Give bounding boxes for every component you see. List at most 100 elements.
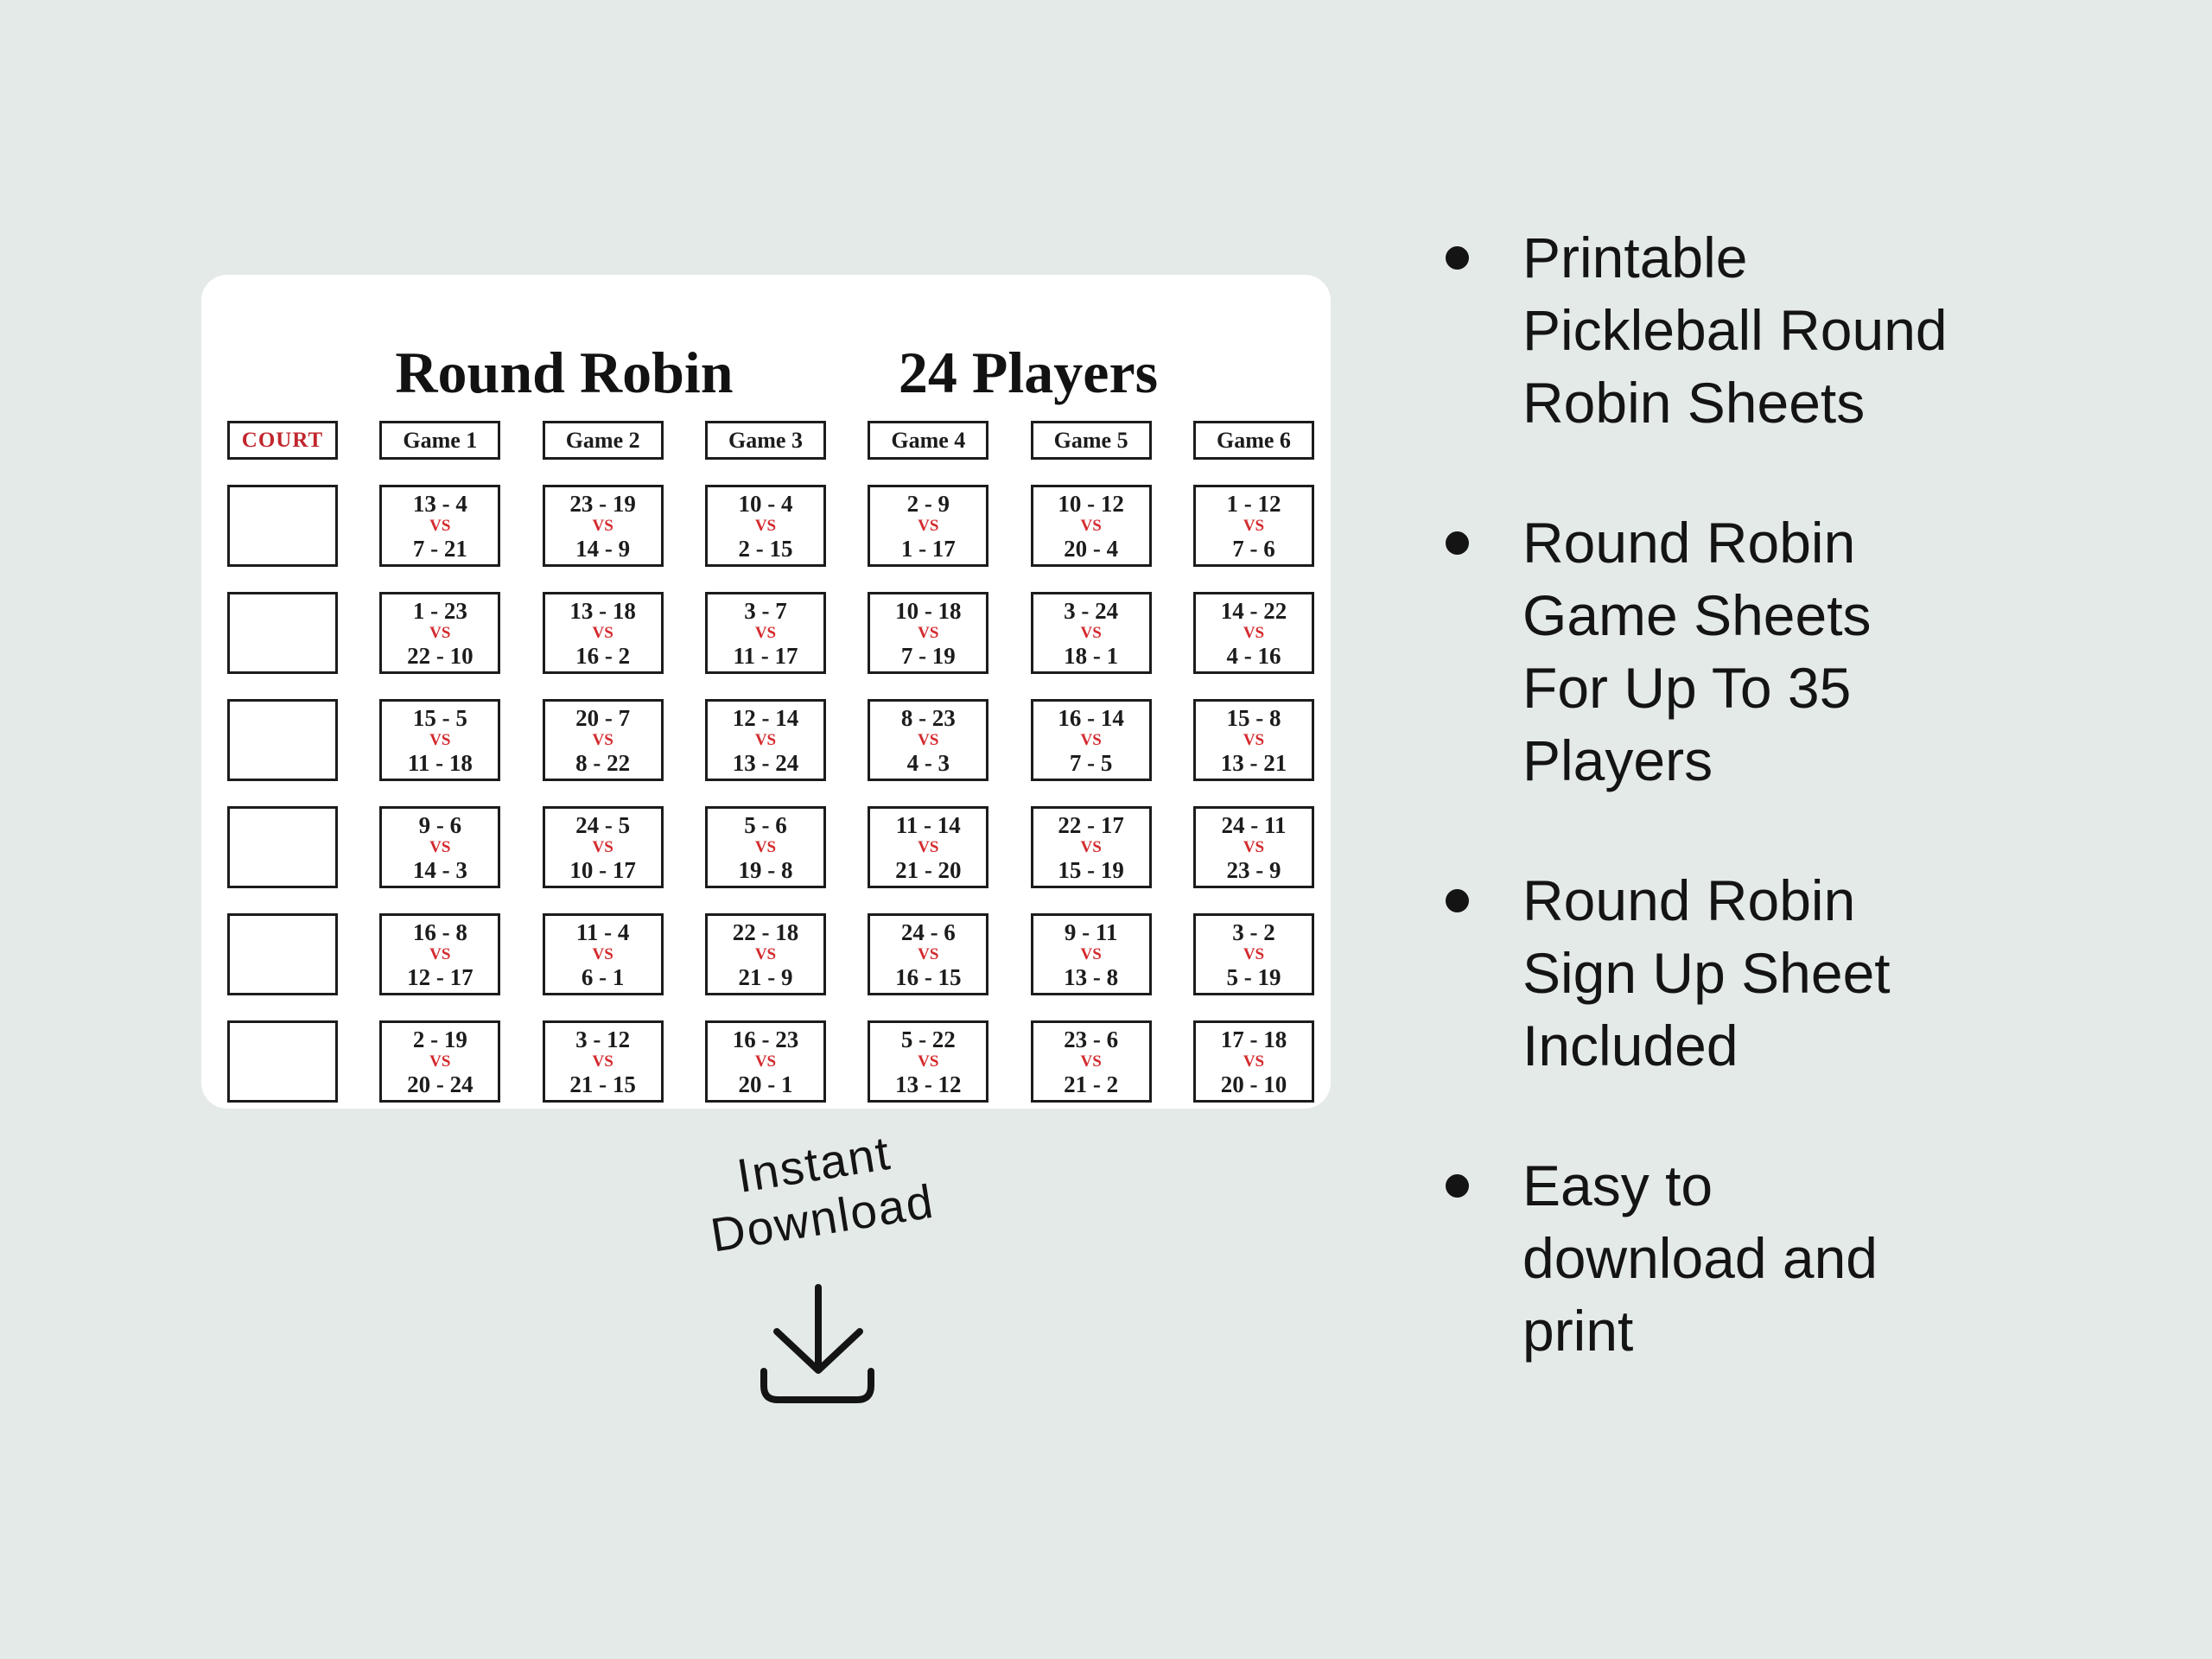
- team-pair-top: 23 - 6: [1064, 1026, 1119, 1052]
- team-pair-top: 16 - 8: [412, 918, 467, 945]
- vs-label: VS: [592, 516, 613, 535]
- vs-label: VS: [429, 516, 451, 535]
- game-header: Game 1: [379, 421, 501, 460]
- download-icon: [760, 1284, 874, 1403]
- vs-label: VS: [429, 623, 451, 642]
- team-pair-top: 5 - 6: [744, 811, 787, 838]
- team-pair-bottom: 13 - 24: [732, 749, 799, 776]
- vs-label: VS: [1080, 1052, 1102, 1071]
- vs-label: VS: [1243, 837, 1265, 856]
- game-header: Game 3: [704, 421, 826, 460]
- team-pair-top: 23 - 19: [569, 490, 636, 517]
- team-pair-top: 3 - 24: [1064, 597, 1119, 624]
- team-pair-top: 3 - 12: [575, 1026, 631, 1052]
- team-pair-top: 10 - 4: [738, 490, 793, 517]
- team-pair-bottom: 11 - 17: [733, 642, 798, 669]
- sheet-title: Round Robin: [395, 340, 734, 405]
- team-pair-bottom: 13 - 8: [1064, 963, 1119, 990]
- vs-label: VS: [754, 730, 777, 749]
- vs-label: VS: [1080, 516, 1102, 535]
- vs-label: VS: [429, 1052, 451, 1071]
- team-pair-top: 10 - 18: [895, 597, 962, 624]
- team-pair-top: 22 - 18: [732, 918, 799, 945]
- feature-list: Printable Pickleball Round Robin Sheets …: [1446, 221, 2068, 1434]
- team-pair-top: 11 - 14: [895, 811, 961, 838]
- team-pair-bottom: 19 - 8: [738, 856, 793, 883]
- team-pair-top: 11 - 4: [575, 918, 630, 945]
- team-pair-bottom: 21 - 15: [569, 1071, 636, 1097]
- team-pair-top: 20 - 7: [575, 704, 631, 731]
- team-pair-bottom: 1 - 17: [900, 535, 956, 562]
- vs-label: VS: [1243, 623, 1265, 642]
- vs-label: VS: [918, 516, 939, 535]
- vs-label: VS: [592, 837, 613, 856]
- team-pair-top: 13 - 4: [412, 490, 467, 517]
- game-header: Game 6: [1192, 421, 1314, 460]
- team-pair-top: 5 - 22: [900, 1026, 956, 1052]
- team-pair-top: 17 - 18: [1220, 1026, 1287, 1052]
- team-pair-bottom: 20 - 10: [1220, 1071, 1287, 1097]
- team-pair-top: 10 - 12: [1058, 490, 1124, 517]
- court-box: [227, 699, 338, 781]
- feature-item-printable-sheets: Printable Pickleball Round Robin Sheets: [1446, 221, 2068, 439]
- court-box: [227, 592, 338, 674]
- team-pair-bottom: 7 - 21: [412, 535, 467, 562]
- vs-label: VS: [429, 730, 451, 749]
- team-pair-bottom: 16 - 2: [575, 642, 631, 669]
- team-pair-bottom: 7 - 5: [1069, 749, 1113, 776]
- team-pair-bottom: 21 - 9: [738, 963, 793, 990]
- court-header: COURT: [227, 421, 338, 460]
- team-pair-bottom: 13 - 21: [1220, 749, 1287, 776]
- team-pair-bottom: 14 - 3: [412, 856, 467, 883]
- team-pair-bottom: 14 - 9: [575, 535, 631, 562]
- team-pair-top: 1 - 23: [412, 597, 467, 624]
- team-pair-bottom: 11 - 18: [407, 749, 473, 776]
- team-pair-top: 15 - 8: [1226, 704, 1281, 731]
- team-pair-top: 2 - 9: [906, 490, 950, 517]
- vs-label: VS: [754, 944, 777, 963]
- vs-label: VS: [918, 623, 939, 642]
- team-pair-top: 1 - 12: [1226, 490, 1281, 517]
- team-pair-top: 16 - 14: [1058, 704, 1124, 731]
- game-header: Game 2: [542, 421, 664, 460]
- vs-label: VS: [1243, 944, 1265, 963]
- team-pair-bottom: 7 - 6: [1232, 535, 1275, 562]
- vs-label: VS: [918, 944, 939, 963]
- team-pair-bottom: 23 - 9: [1226, 856, 1281, 883]
- team-pair-bottom: 8 - 22: [575, 749, 631, 776]
- team-pair-bottom: 5 - 19: [1226, 963, 1281, 990]
- team-pair-bottom: 15 - 19: [1058, 856, 1124, 883]
- team-pair-bottom: 20 - 1: [738, 1071, 793, 1097]
- vs-label: VS: [918, 730, 939, 749]
- team-pair-bottom: 4 - 16: [1226, 642, 1281, 669]
- team-pair-bottom: 21 - 20: [895, 856, 962, 883]
- team-pair-top: 3 - 7: [744, 597, 787, 624]
- court-box: [227, 913, 338, 995]
- court-box: [227, 806, 338, 888]
